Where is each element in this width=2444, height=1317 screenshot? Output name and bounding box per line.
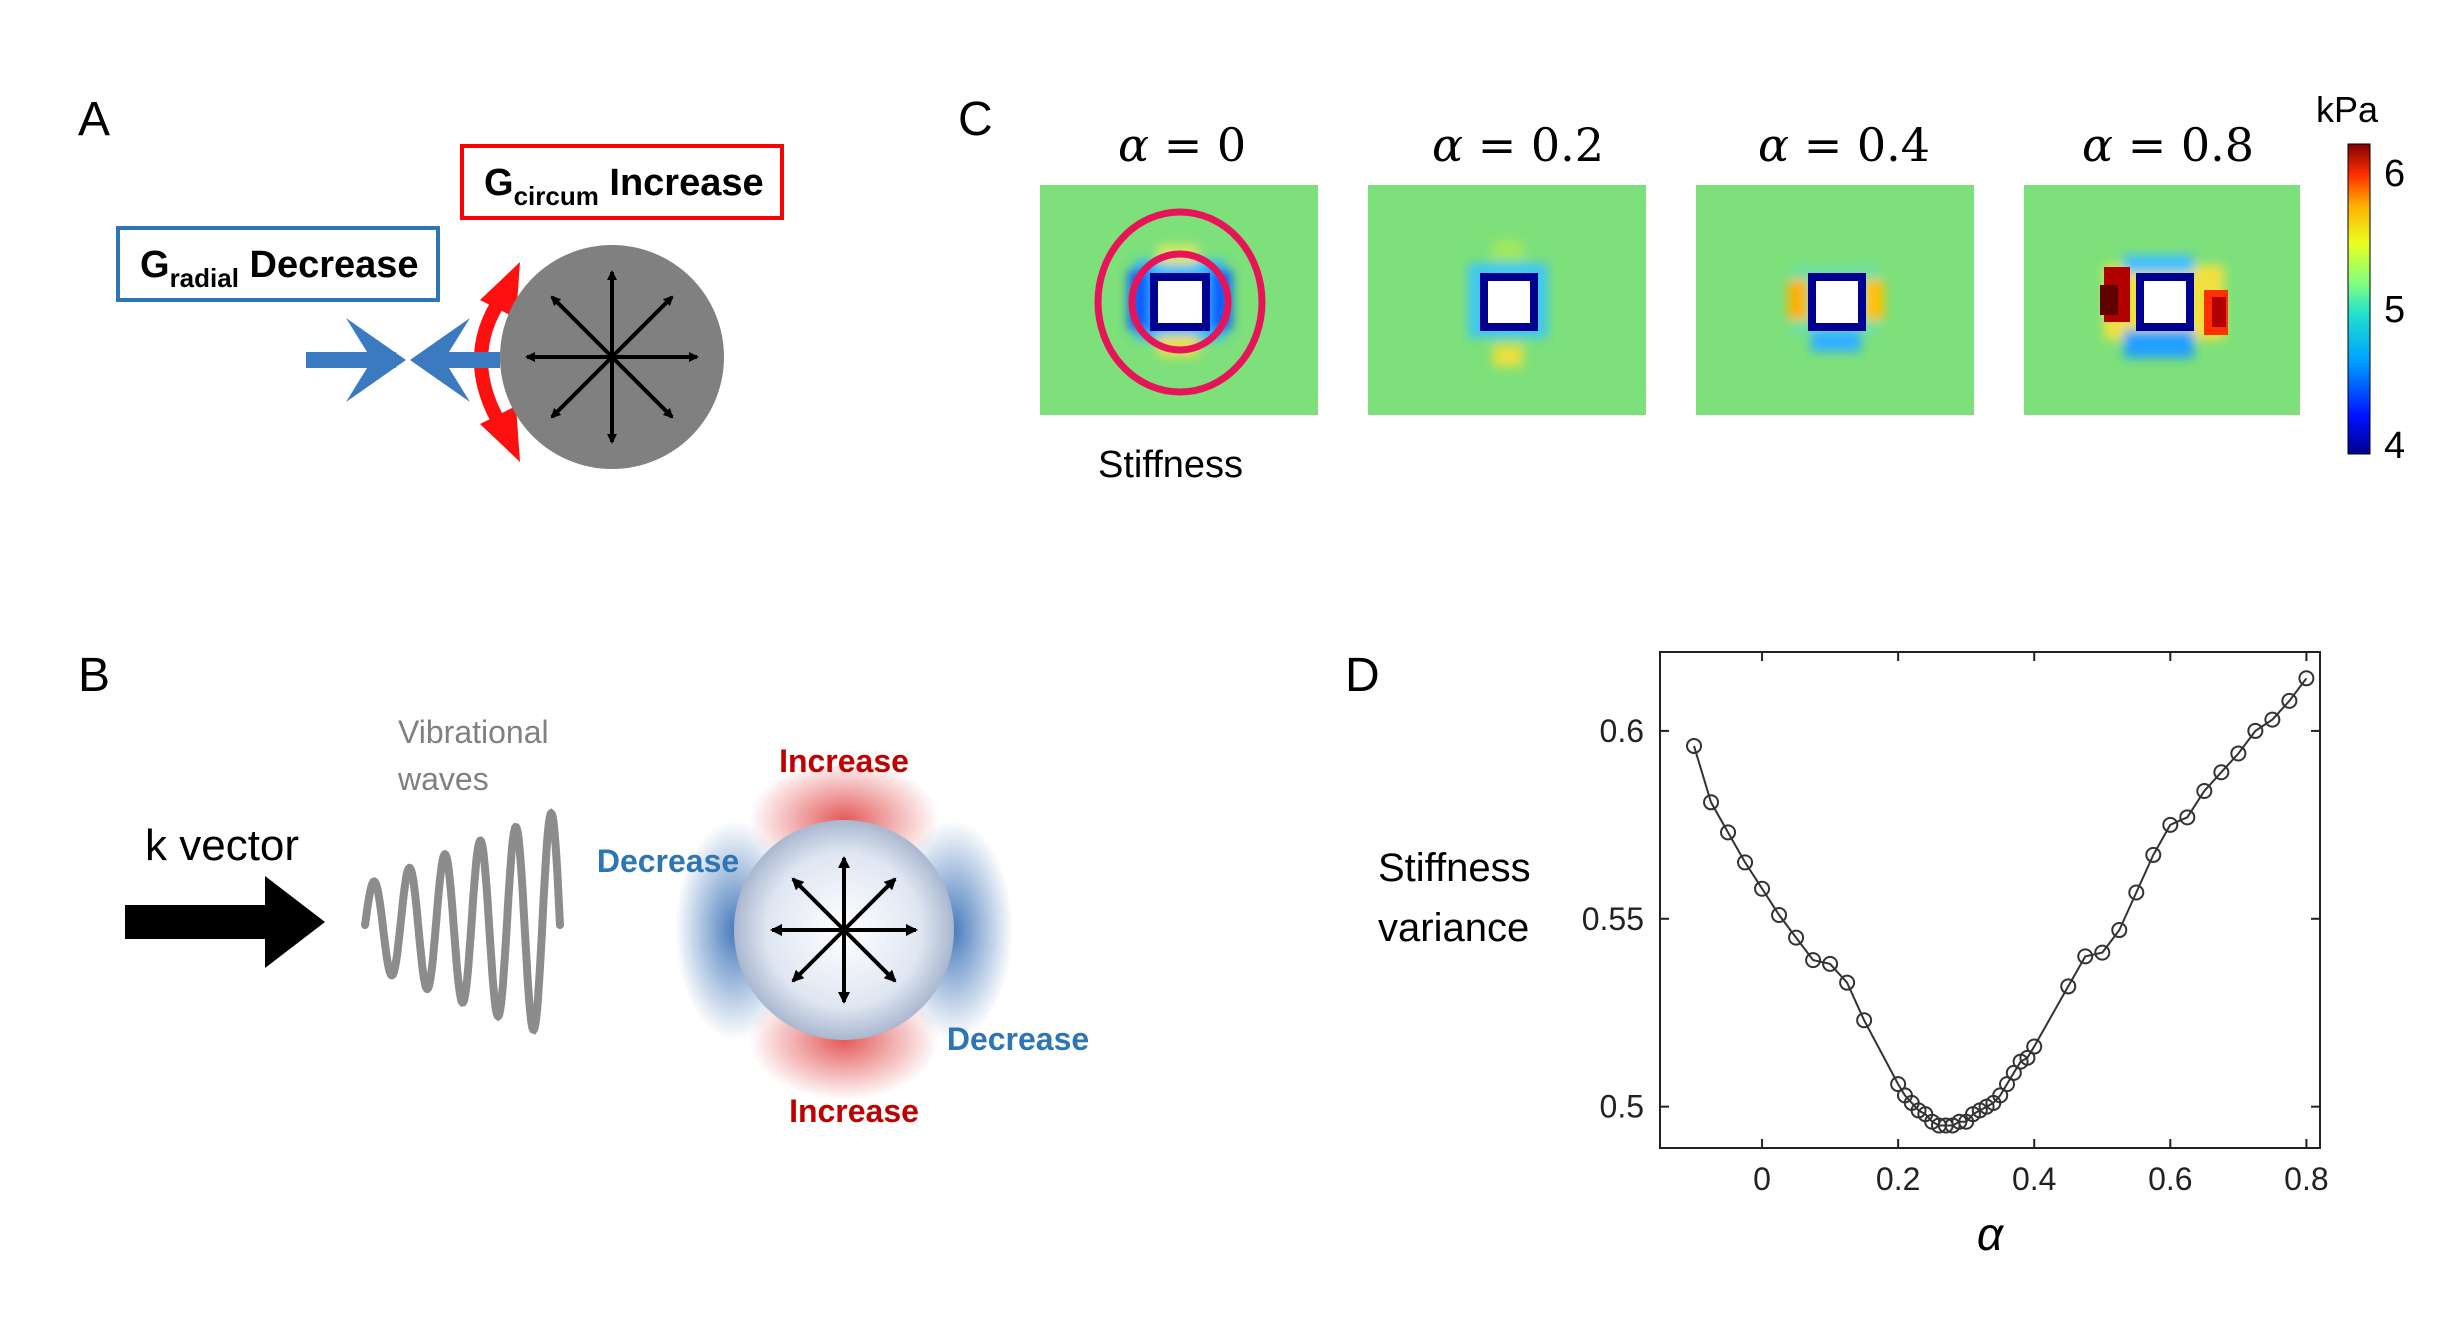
data-point — [2005, 1064, 2022, 1081]
colorbar-unit: kPa — [2316, 89, 2379, 130]
data-point — [2196, 783, 2213, 800]
stiffness-map-1 — [1368, 185, 1646, 415]
panel-a-diagram: Gradial Decrease Gcircum Increase — [116, 144, 784, 469]
data-point — [2213, 764, 2230, 781]
x-tick-label: 0.4 — [2012, 1161, 2056, 1197]
chart-ylabel-line1: Stiffness — [1378, 846, 1531, 890]
series-line — [1693, 677, 2308, 1127]
circum-arrowhead-bottom — [480, 406, 520, 462]
data-point — [2128, 884, 2145, 901]
data-point — [1703, 794, 1720, 811]
inner-ring — [1128, 250, 1232, 354]
data-point — [1839, 974, 1856, 991]
panel-letter-b: B — [78, 649, 111, 702]
data-point — [1951, 1113, 1968, 1130]
stiffness-caption: Stiffness — [1098, 444, 1244, 486]
alpha-title-2: α = 0.4 — [1758, 118, 1931, 172]
vibrational-waves — [361, 808, 564, 1035]
chart-ylabel: Stiffness variance — [1378, 838, 1531, 958]
waves-label-line1: Vibrational — [398, 714, 549, 750]
colorbar-tick-6: 6 — [2384, 153, 2405, 195]
y-tick-label: 0.5 — [1600, 1089, 1644, 1125]
radial-arrows — [525, 270, 699, 444]
k-vector-arrow-shaft — [125, 905, 271, 939]
data-point — [1686, 737, 1703, 754]
data-point — [2094, 944, 2111, 961]
colorbar-gradient — [2347, 143, 2371, 455]
radial-compression-arrows — [306, 318, 500, 402]
circum-arrowhead-top — [480, 262, 520, 318]
data-point — [2281, 692, 2298, 709]
data-point — [2111, 922, 2128, 939]
circum-increase-label: Gcircum Increase — [484, 162, 764, 211]
data-point — [2060, 978, 2077, 995]
data-point — [1822, 955, 1839, 972]
data-point — [2026, 1038, 2043, 1055]
data-point — [2247, 722, 2264, 739]
y-tick-label: 0.55 — [1582, 901, 1644, 937]
data-point — [2298, 670, 2315, 687]
x-tick-label: 0.6 — [2148, 1161, 2192, 1197]
alpha-title-3: α = 0.8 — [2082, 118, 2255, 172]
data-point — [1999, 1076, 2016, 1093]
data-point — [2077, 948, 2094, 965]
data-point — [2145, 846, 2162, 863]
data-point — [1737, 854, 1754, 871]
x-tick-label: 0.8 — [2284, 1161, 2328, 1197]
data-point — [2264, 711, 2281, 728]
waves-label-line2: waves — [397, 761, 489, 797]
panel-b-diagram: k vector Vibrational waves Increase Incr… — [125, 714, 1089, 1129]
data-point — [2230, 745, 2247, 762]
panel-letter-a: A — [78, 93, 111, 146]
increase-label-bottom: Increase — [789, 1093, 919, 1129]
stiffness-map-3 — [2024, 185, 2300, 415]
data-point — [2179, 809, 2196, 826]
stiffness-map-0 — [1040, 185, 1318, 415]
stiffness-variance-chart: 0 0.2 0.4 0.6 0.8 0.5 0.55 0.6 α — [1582, 651, 2329, 1260]
panel-letter-d: D — [1345, 649, 1380, 702]
colorbar-tick-4: 4 — [2384, 425, 2405, 467]
data-point — [1720, 824, 1737, 841]
outer-ring — [1094, 208, 1266, 396]
y-tick-label: 0.6 — [1600, 713, 1644, 749]
chart-ylabel-line2: variance — [1378, 906, 1530, 950]
data-point — [1992, 1087, 2009, 1104]
data-point — [1754, 880, 1771, 897]
increase-label-top: Increase — [779, 743, 909, 779]
plot-frame — [1659, 651, 2321, 1149]
radial-arrows-b — [770, 856, 918, 1004]
alpha-title-0: α = 0 — [1118, 118, 1247, 172]
data-point — [1771, 907, 1788, 924]
colorbar: kPa 6 5 4 — [2316, 89, 2405, 467]
data-point — [2019, 1049, 2036, 1066]
data-point — [1890, 1076, 1907, 1093]
data-point — [1856, 1012, 1873, 1029]
decrease-label-left: Decrease — [597, 843, 739, 879]
k-vector-arrowhead — [265, 876, 325, 968]
stiffness-maps — [1040, 185, 2300, 415]
panel-letter-c: C — [958, 93, 993, 146]
decrease-label-right: Decrease — [947, 1021, 1089, 1057]
alpha-title-1: α = 0.2 — [1432, 118, 1605, 172]
colorbar-tick-5: 5 — [2384, 289, 2405, 331]
k-vector-label: k vector — [145, 821, 299, 870]
data-point — [1805, 952, 1822, 969]
stiffness-map-2 — [1696, 185, 1974, 415]
x-axis-label: α — [1977, 1208, 2005, 1260]
data-point — [1788, 929, 1805, 946]
radial-decrease-label: Gradial Decrease — [140, 244, 419, 293]
x-tick-label: 0 — [1753, 1161, 1771, 1197]
x-tick-label: 0.2 — [1876, 1161, 1920, 1197]
circum-increase-box — [460, 144, 784, 220]
radial-decrease-box — [116, 226, 440, 302]
data-point — [2162, 816, 2179, 833]
